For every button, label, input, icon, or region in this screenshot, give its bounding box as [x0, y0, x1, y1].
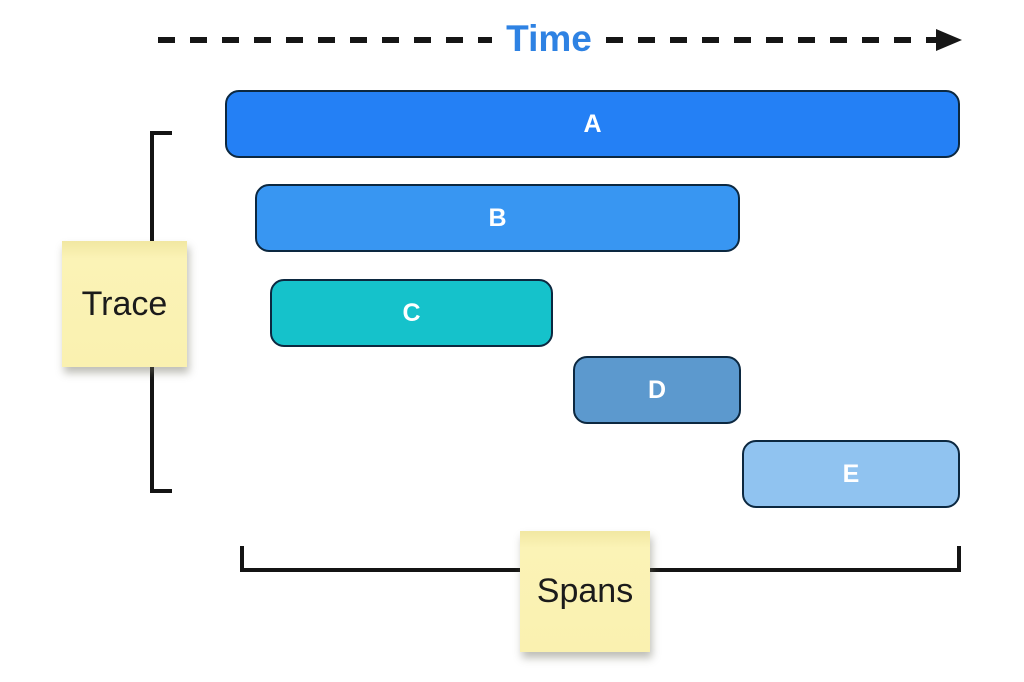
trace-label: Trace [81, 284, 168, 323]
dashed-line-right [605, 37, 941, 43]
dashed-line-left [158, 37, 493, 43]
arrow-right-icon [936, 29, 963, 51]
time-axis: Time [158, 16, 963, 64]
span-bar-label: D [647, 375, 667, 404]
spans-sticky-note: Spans [520, 531, 650, 652]
span-bar-label: B [488, 203, 507, 232]
span-bar-D: D [573, 356, 741, 424]
span-bar-A: A [225, 90, 960, 158]
spans-label: Spans [536, 572, 634, 610]
span-bar-label: A [583, 109, 602, 138]
span-bar-C: C [270, 279, 553, 347]
time-axis-label: Time [506, 17, 592, 59]
span-bar-B: B [255, 184, 740, 252]
span-bar-label: C [402, 298, 421, 327]
trace-sticky-note: Trace [62, 241, 187, 367]
span-bar-label: E [842, 459, 860, 488]
span-bar-E: E [742, 440, 960, 508]
